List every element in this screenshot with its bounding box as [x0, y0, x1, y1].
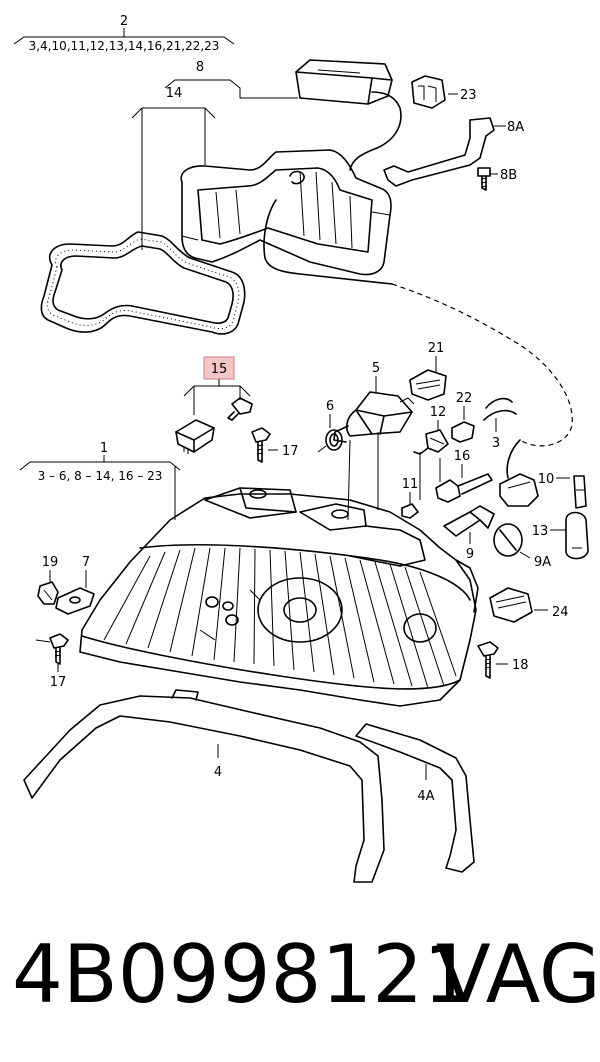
label-9: 9 [466, 547, 474, 562]
label-14: 14 [166, 86, 183, 101]
bracket-8 [164, 79, 298, 99]
label-2-list: 3,4,10,11,12,13,14,16,21,22,23 [29, 39, 220, 53]
label-12: 12 [430, 405, 447, 420]
label-8b: 8B [500, 168, 517, 183]
label-5: 5 [372, 361, 380, 376]
footer-caption: 4B0998121 VAG [0, 925, 600, 1025]
connector-23-part [411, 75, 446, 109]
clip-19-part [37, 581, 59, 605]
connector-21-part [409, 369, 447, 401]
label-7: 7 [82, 555, 90, 570]
label-23: 23 [460, 88, 477, 103]
label-4: 4 [214, 765, 222, 780]
label-10: 10 [538, 472, 555, 487]
label-6: 6 [326, 399, 334, 414]
control-unit-part [295, 59, 402, 171]
socket-6-part [317, 429, 343, 453]
trim-strip-4-part [23, 689, 385, 883]
connector-22-part [451, 421, 475, 443]
label-4a: 4A [417, 789, 434, 804]
screw-18-part [477, 641, 499, 679]
label-16: 16 [454, 449, 471, 464]
label-24: 24 [552, 605, 569, 620]
bulb-9-part [443, 505, 495, 537]
bulb-10-part [573, 475, 587, 509]
seal-gasket-part [40, 231, 246, 335]
wire-dashed [391, 283, 573, 447]
label-8a: 8A [507, 120, 524, 135]
bulb-11-part [401, 503, 419, 519]
bracket-8a-part [383, 117, 495, 187]
label-21: 21 [428, 341, 445, 356]
bulb-holder-16-part [435, 473, 493, 503]
bulb-12-part [413, 429, 449, 455]
motor-5-part [333, 391, 415, 443]
label-8: 8 [196, 60, 204, 75]
headlight-housing-part [79, 487, 479, 707]
trim-strip-4a-part [355, 723, 475, 873]
bulb-13-part [565, 511, 589, 560]
screw-17-top-part [251, 427, 271, 463]
label-1-list: 3 – 6, 8 – 14, 16 – 23 [38, 469, 163, 483]
label-22: 22 [456, 391, 473, 406]
clip-7-part [55, 587, 95, 615]
label-2: 2 [120, 14, 128, 29]
clip-15-part [175, 419, 215, 454]
plug-cable-part [499, 439, 539, 507]
label-11: 11 [402, 477, 419, 492]
clip-9a-part [493, 523, 523, 557]
clip-3-part [483, 397, 517, 421]
brand-text: VAG [436, 928, 600, 1021]
label-3: 3 [492, 436, 500, 451]
connector-24-part [489, 587, 533, 623]
housing-frame-part [180, 149, 393, 285]
label-9a: 9A [534, 555, 551, 570]
screw-17-bottom-part [49, 633, 69, 665]
label-19: 19 [42, 555, 59, 570]
label-17-bottom: 17 [50, 675, 67, 690]
part-number-text: 4B0998121 [12, 928, 475, 1021]
label-1: 1 [100, 441, 108, 456]
bracket-14 [131, 107, 216, 119]
screw-15-part [227, 397, 253, 421]
label-13: 13 [532, 524, 549, 539]
bracket-15 [183, 385, 251, 397]
label-18: 18 [512, 658, 529, 673]
label-17-top: 17 [282, 444, 299, 459]
screw-8b-part [477, 167, 491, 191]
label-15: 15 [211, 362, 228, 377]
